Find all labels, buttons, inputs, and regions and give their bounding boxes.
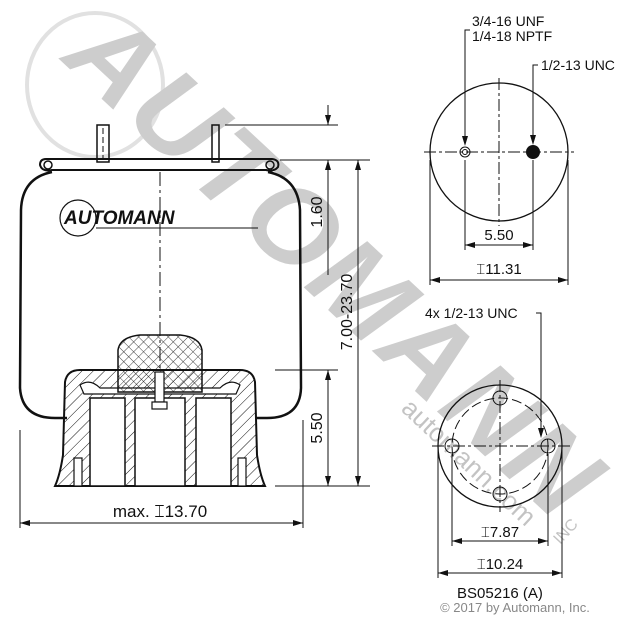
mounting-hole [492,390,508,406]
dim-top-height: 1.60 [309,196,326,227]
dim-piston-height: 5.50 [309,412,326,443]
dim-bolt-circle: ⌶7.87 [481,524,519,541]
mounting-stud [211,124,220,163]
air-spring-side-view: AUTOMANN [18,124,303,490]
top-plate [38,158,280,172]
mounting-hole [492,486,508,502]
logo-text: AUTOMANN [63,208,176,229]
stud-hole [526,145,540,159]
dim-piston-diameter: ⌶10.24 [477,556,524,573]
part-number: BS05216 (A) [457,585,543,602]
dim-top-plate-diameter: ⌶11.31 [476,261,521,278]
air-fitting-hole [459,146,471,158]
air-fitting-stud [96,124,110,163]
dimension-arrows [20,115,361,526]
callout-bottom-holes: 4x 1/2-13 UNC [425,305,518,321]
dim-top-hole-spacing: 5.50 [484,227,513,244]
dim-height-range: 7.00-23.70 [339,274,356,351]
top-plate-view [424,29,574,285]
mounting-hole [444,438,460,454]
side-dimensions [19,105,370,528]
automann-logo: AUTOMANN [59,199,258,237]
bellows [18,170,303,420]
callout-top-stud: 1/2-13 UNC [541,57,615,73]
copyright: © 2017 by Automann, Inc. [440,600,590,615]
callout-air-fitting-2: 1/4-18 NPTF [472,28,552,44]
watermark-circle [25,11,165,159]
callout-air-fitting-1: 3/4-16 UNF [472,13,544,29]
bumper [117,334,203,393]
piston-bottom-view [432,312,570,578]
mounting-hole [540,438,556,454]
dim-max-diameter: max. ⌶13.70 [113,502,207,521]
